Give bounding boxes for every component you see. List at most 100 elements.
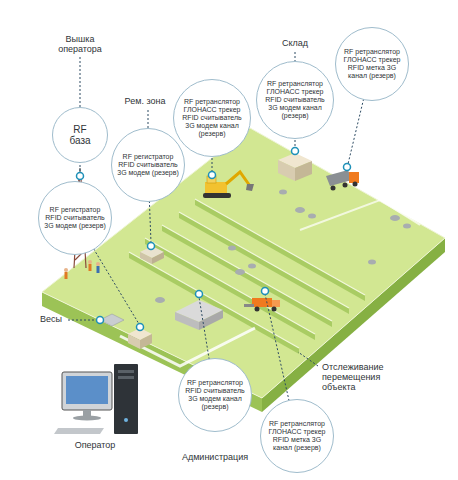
computer — [114, 364, 138, 434]
people — [97, 266, 100, 273]
rocks — [155, 190, 411, 304]
circle-outline — [112, 129, 185, 202]
truck — [272, 307, 277, 312]
circle-outline — [179, 359, 252, 432]
callout-circle: RF ретранслятор ГЛОНАСС трекер RFID метк… — [335, 27, 409, 101]
computer — [118, 370, 134, 373]
marker — [196, 291, 203, 298]
callout-circle: RF ретранслятор ГЛОНАСС трекер RFID счит… — [256, 61, 334, 139]
people — [96, 262, 100, 266]
place-label: Оператор — [60, 440, 130, 450]
terrace — [162, 225, 332, 327]
people — [88, 260, 92, 264]
marker — [97, 317, 104, 324]
hangar — [175, 312, 199, 330]
callout-circle: RF ретранслятор ГЛОНАСС трекер RFID метк… — [260, 399, 334, 473]
place-label: Рем. зона — [115, 96, 175, 106]
rocks — [248, 264, 256, 269]
computer — [54, 428, 104, 434]
rocks — [235, 269, 245, 275]
marker — [262, 288, 269, 295]
terrain — [42, 128, 445, 398]
leader-line — [298, 352, 318, 366]
warehouse — [295, 161, 312, 181]
callout-text: RF ретранслятор RFID считыватель 3G моде… — [183, 379, 247, 411]
marker — [292, 148, 299, 155]
circle-outline — [39, 182, 112, 255]
marker — [137, 324, 144, 331]
circle-outline — [257, 62, 334, 139]
computer — [73, 416, 101, 421]
truck — [272, 300, 280, 307]
terrace — [179, 212, 349, 314]
circle-outline — [336, 28, 409, 101]
computer — [83, 410, 91, 416]
callout-circle: RF регистратор RFID считыватель 3G модем… — [111, 128, 185, 202]
excavator — [205, 182, 227, 193]
dump-truck — [353, 182, 358, 187]
truck — [252, 298, 272, 307]
rocks — [403, 224, 411, 229]
truck — [255, 307, 260, 312]
computer — [66, 376, 108, 404]
marker — [344, 164, 351, 171]
excavator — [203, 172, 254, 198]
terrace — [162, 225, 332, 321]
warehouse — [278, 153, 312, 181]
callout-text: RF база — [65, 124, 95, 146]
truck — [244, 298, 280, 312]
callout-circle: RF ретранслятор RFID считыватель 3G моде… — [178, 358, 252, 432]
terrain — [42, 128, 445, 412]
garage — [152, 252, 164, 264]
leader-line — [68, 320, 97, 321]
people — [64, 260, 100, 279]
road — [300, 200, 420, 230]
marker — [77, 173, 84, 180]
dump-truck — [326, 170, 359, 191]
marker — [209, 172, 216, 179]
circle-outline — [53, 108, 108, 163]
computer — [62, 372, 112, 410]
callout-circle: RF регистратор RFID считыватель 3G модем… — [38, 181, 112, 255]
callout-text: RF ретранслятор ГЛОНАСС трекер RFID счит… — [180, 98, 244, 138]
rocks — [228, 246, 236, 251]
excavator — [246, 184, 254, 191]
people — [65, 272, 68, 279]
callout-text: RF ретранслятор ГЛОНАСС трекер RFID метк… — [265, 420, 329, 452]
garage — [140, 252, 152, 264]
people — [64, 268, 68, 272]
callout-text: RF ретранслятор ГЛОНАСС трекер RFID метк… — [340, 48, 404, 80]
rocks — [155, 297, 165, 303]
dump-truck — [331, 186, 336, 191]
place-label: Администрация — [170, 452, 260, 462]
computer — [54, 364, 138, 434]
terrace — [179, 212, 349, 308]
rocks — [308, 214, 316, 219]
hangar — [175, 300, 223, 330]
terrace — [195, 199, 365, 295]
callout-text: RF регистратор RFID считыватель 3G модем… — [117, 153, 179, 177]
place-label: Склад — [270, 38, 320, 48]
people — [89, 264, 92, 271]
admin-building — [140, 334, 152, 349]
road — [120, 328, 255, 366]
callout-circle: RF база — [52, 107, 108, 163]
computer — [124, 418, 128, 422]
road — [120, 200, 420, 366]
computer — [118, 376, 134, 379]
callout-text: RF регистратор RFID считыватель 3G модем… — [44, 206, 106, 230]
place-label: Отслеживание перемещения объекта — [322, 362, 402, 392]
truck — [244, 304, 254, 307]
excavator — [226, 172, 250, 186]
circle-outline — [174, 80, 251, 157]
circle-outline — [261, 400, 334, 473]
rocks — [390, 215, 400, 221]
place-label: Весы — [40, 314, 70, 324]
warehouse — [278, 160, 295, 181]
marker — [77, 148, 351, 331]
rocks — [295, 207, 305, 213]
excavator — [203, 193, 231, 198]
place-label: Вышка оператора — [45, 34, 115, 54]
marker — [148, 243, 155, 250]
admin-building — [128, 334, 140, 349]
